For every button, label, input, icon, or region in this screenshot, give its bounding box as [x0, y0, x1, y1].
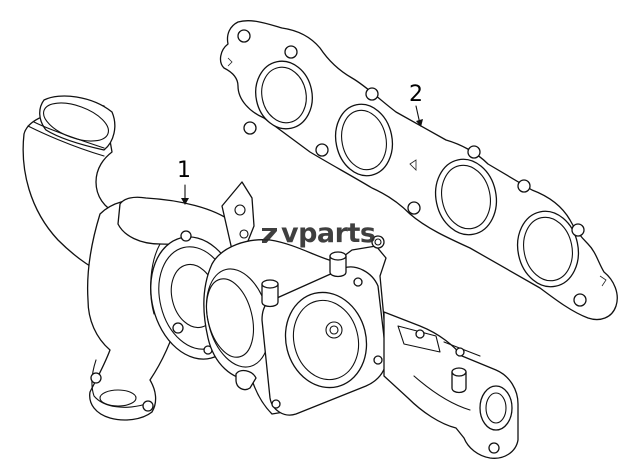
- zv-logo-icon: [262, 228, 277, 243]
- manifold-gasket: [219, 20, 618, 321]
- callout-number-2: 2: [409, 82, 423, 107]
- watermark-text: vparts: [281, 218, 376, 249]
- callout-number-1: 1: [177, 158, 191, 183]
- watermark: vparts: [262, 218, 376, 249]
- turbocharger: [22, 95, 519, 459]
